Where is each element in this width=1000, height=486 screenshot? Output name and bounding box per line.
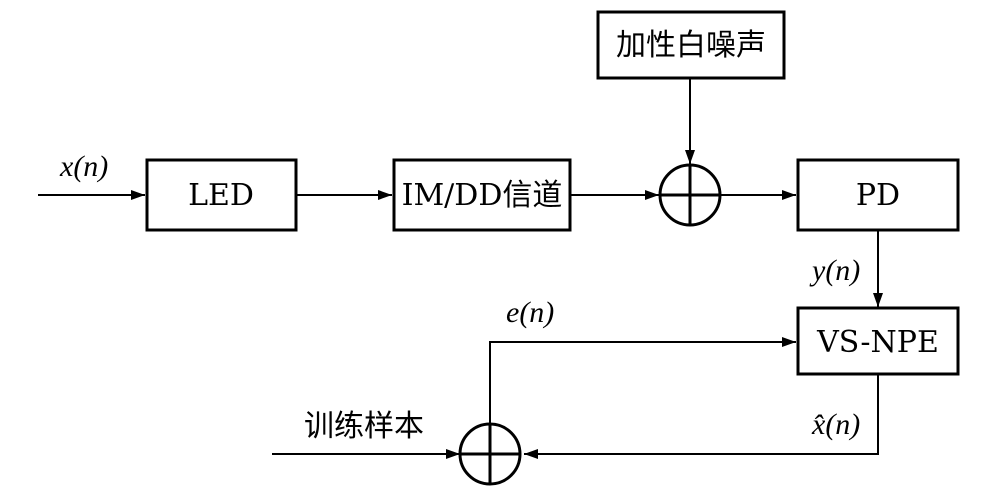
- pd-block-label: PD: [856, 178, 900, 213]
- training-samples-label: 训练样本: [304, 409, 424, 444]
- wire-error-feedback: [489, 337, 796, 423]
- equalizer-block-label: VS-NPE: [816, 325, 939, 360]
- equalizer-block: [796, 306, 960, 376]
- noise-block: [596, 10, 786, 80]
- channel-block-label: IM/DD信道: [402, 178, 563, 213]
- wire-equalizer-to-sum: [524, 374, 879, 459]
- led-block-label: LED: [188, 178, 254, 213]
- input-signal-label: x(n): [59, 150, 108, 183]
- error-signal-label: e(n): [506, 296, 554, 329]
- pd-output-signal-label: y(n): [809, 254, 860, 287]
- estimate-signal-label: x̂(n): [811, 408, 860, 441]
- led-block: [145, 158, 298, 232]
- noise-summing-junction: [658, 163, 722, 227]
- channel-block: [392, 158, 572, 232]
- error-summing-junction: [458, 422, 522, 486]
- pd-block: [796, 158, 960, 232]
- noise-block-label: 加性白噪声: [616, 28, 766, 63]
